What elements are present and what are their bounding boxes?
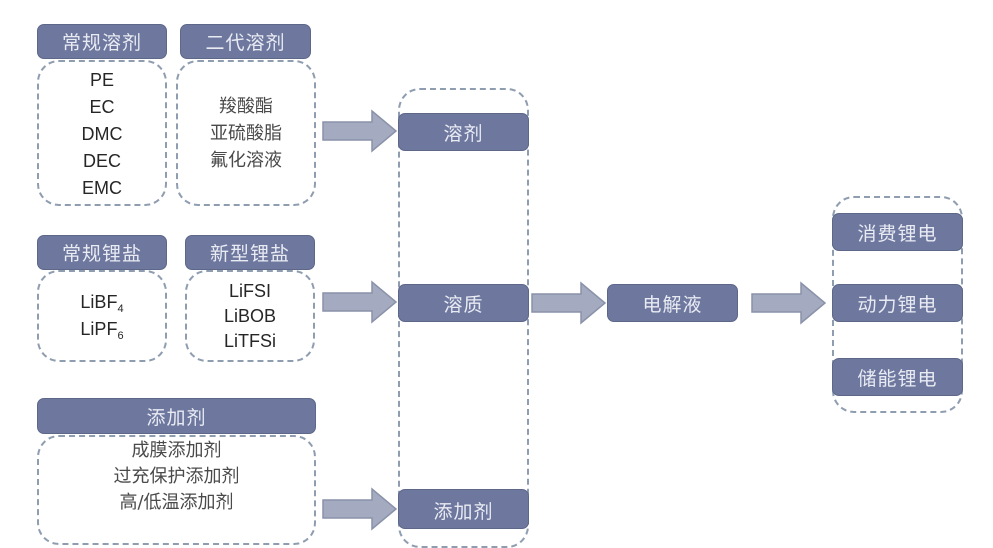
conventional-salts-header: 常规锂盐 [37,235,167,270]
second-gen-solvents-box [176,60,316,206]
application-power: 动力锂电 [832,284,963,322]
component-solvent: 溶剂 [398,113,529,151]
salt-item: LiFSI [228,280,271,301]
additives-title: 添加剂 [146,406,207,429]
component-solute: 溶质 [398,284,529,322]
solvent-item: 氟化溶液 [210,149,282,171]
application-storage: 储能锂电 [832,358,963,396]
salt-item: LiTFSi [223,330,276,351]
component-additive: 添加剂 [398,489,529,529]
solvent-item: DMC [81,123,123,144]
solvent-item: EC [89,96,115,117]
solvent-item: EMC [82,177,122,198]
solvent-item: PE [89,69,114,90]
additive-item: 高/低温添加剂 [119,492,234,513]
conventional-solvents-header: 常规溶剂 [37,24,167,59]
arrow-right-icon [322,280,398,324]
new-salts-title: 新型锂盐 [209,243,290,265]
arrow-right-icon [322,109,398,153]
arrow-right-icon [751,281,827,325]
new-salts-header: 新型锂盐 [185,235,315,270]
additives-header: 添加剂 [37,398,316,434]
application-label: 消费锂电 [857,222,938,245]
second-gen-solvents-list: 羧酸酯 亚硫酸脂 氟化溶液 [176,64,316,202]
new-salts-list: LiFSI LiBOB LiTFSi [185,272,315,360]
electrolyte-label: 电解液 [642,293,703,316]
salt-item: LiBF4 [80,292,124,315]
salt-item: LiBOB [223,305,277,326]
electrolyte-box: 电解液 [607,284,738,322]
conventional-solvents-list: PE EC DMC DEC EMC [37,64,167,204]
arrow-right-icon [322,487,398,531]
solvent-item: DEC [82,150,121,171]
conventional-solvents-box [37,60,167,206]
conventional-solvents-title: 常规溶剂 [61,32,142,54]
conventional-salts-box [37,270,167,362]
additive-item: 成膜添加剂 [131,440,222,461]
new-salts-box [185,270,315,362]
component-solvent-label: 溶剂 [443,122,484,145]
arrow-right-icon [531,281,607,325]
application-label: 储能锂电 [857,367,938,390]
application-consumer: 消费锂电 [832,213,963,251]
conventional-salts-title: 常规锂盐 [61,243,142,265]
conventional-salts-list: LiBF4 LiPF6 [37,273,167,359]
application-label: 动力锂电 [857,293,938,316]
second-gen-solvents-title: 二代溶剂 [205,32,286,54]
component-additive-label: 添加剂 [433,501,494,523]
solvent-item: 亚硫酸脂 [210,122,282,144]
component-solute-label: 溶质 [443,293,484,316]
additive-item: 过充保护添加剂 [113,466,240,487]
solvent-item: 羧酸酯 [219,95,273,117]
second-gen-solvents-header: 二代溶剂 [180,24,311,59]
additives-list: 成膜添加剂 过充保护添加剂 高/低温添加剂 [37,438,316,522]
salt-item: LiPF6 [80,319,124,342]
